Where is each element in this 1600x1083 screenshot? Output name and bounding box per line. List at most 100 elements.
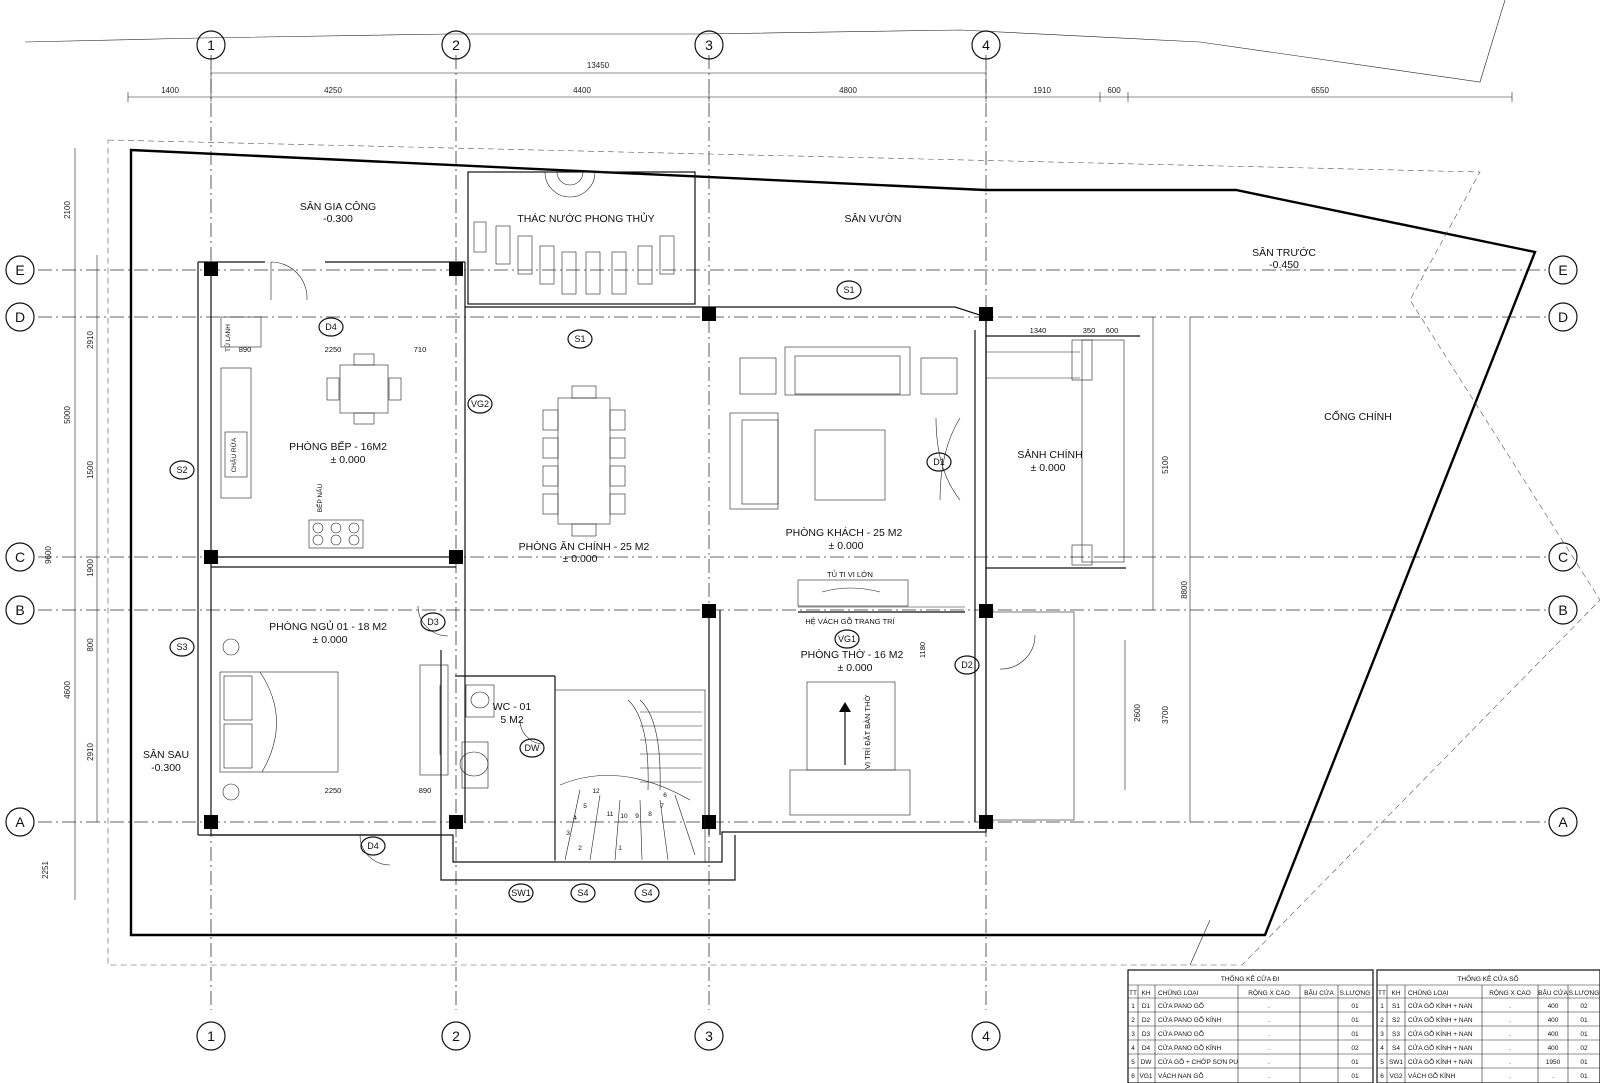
kitchen-dim-710: 710	[414, 345, 427, 354]
setback-line	[107, 139, 1600, 966]
tag-d4-bottom: D4	[367, 841, 379, 851]
tag-d4-top: D4	[325, 322, 337, 332]
dim-top-2: 4250	[324, 86, 342, 95]
door-schedule-cell-1-5: 01	[1351, 1017, 1359, 1024]
label-san-gia-cong: SÂN GIA CÔNG	[300, 200, 376, 213]
window-schedule-cell-3-5: 02	[1580, 1045, 1588, 1052]
tag-s4-right: S4	[641, 888, 652, 898]
stair-step-3: 3	[566, 830, 570, 837]
door-schedule-cell-3-2: CỬA PANO GỖ KÍNH	[1158, 1043, 1222, 1052]
label-phong-ngu: PHÒNG NGỦ 01 - 18 M2	[269, 620, 387, 633]
room-labels: SÂN GIA CÔNG -0.300 THÁC NƯỚC PHONG THỦY…	[143, 200, 1392, 774]
label-wc: WC - 01	[493, 701, 532, 713]
kitchen-dim-890: 890	[239, 345, 252, 354]
fridge-label: TỦ LẠNH	[223, 324, 232, 352]
bedroom-dim-890: 890	[419, 786, 432, 795]
door-schedule-cell-5-1: VG1	[1139, 1073, 1152, 1080]
window-schedule-cell-1-1: S2	[1392, 1017, 1400, 1024]
dim-top-7: 6550	[1311, 86, 1329, 95]
axis-label-a-left: A	[15, 814, 25, 830]
window-schedule-cell-2-3: .	[1509, 1031, 1511, 1038]
stair-step-11: 11	[607, 811, 614, 818]
label-san-sau: SÂN SAU	[143, 748, 189, 761]
axis-label-1-top: 1	[207, 37, 215, 53]
tag-s4-left: S4	[577, 888, 588, 898]
feng-shui-waterfall	[467, 171, 696, 305]
dim-left-inner-4: 800	[86, 638, 95, 652]
dim-left-inner-1: 2910	[86, 331, 95, 349]
bedroom-furniture: 2250 890	[219, 638, 449, 801]
stair-step-6: 6	[663, 792, 667, 799]
window-schedule-cell-0-4: 400	[1548, 1003, 1559, 1010]
door-schedule-header-5: S.LƯỢNG	[1340, 990, 1371, 997]
altar-furniture: VỊ TRÍ ĐẶT BÀN THỜ 1180	[789, 642, 927, 816]
axis-label-e-left: E	[15, 262, 24, 278]
kitchen-furniture: TỦ LẠNH CHẬU RỬA BẾP NẤU 890 2250 710	[220, 316, 427, 549]
door-schedule-cell-3-0: 4	[1131, 1045, 1135, 1052]
window-schedule-cell-5-3: .	[1509, 1073, 1511, 1080]
window-schedule-cell-3-2: CỬA GỖ KÍNH + NAN	[1408, 1043, 1473, 1052]
door-schedule-cell-0-5: 01	[1351, 1003, 1359, 1010]
window-schedule-title: THỐNG KÊ CỬA SỔ	[1457, 973, 1518, 983]
dim-right-1: 5100	[1161, 456, 1170, 474]
door-schedule-cell-5-3: .	[1268, 1073, 1270, 1080]
dim-left-1: 2100	[63, 201, 72, 219]
tag-d2: D2	[961, 660, 973, 670]
window-schedule-cell-3-0: 4	[1380, 1045, 1384, 1052]
window-schedule-cell-2-2: CỬA GỖ KÍNH + NAN	[1408, 1029, 1473, 1038]
level-san-truoc: -0.450	[1269, 259, 1299, 271]
window-schedule-cell-5-4: .	[1552, 1073, 1554, 1080]
door-schedule-cell-3-1: D4	[1142, 1045, 1151, 1052]
window-schedule-header-1: KH	[1391, 990, 1400, 997]
window-schedule-cell-2-4: 400	[1548, 1031, 1559, 1038]
lot-boundary	[129, 148, 1537, 937]
door-schedule-cell-4-0: 5	[1131, 1059, 1135, 1066]
dim-right-3: 2600	[1133, 704, 1142, 722]
altar-position-label: VỊ TRÍ ĐẶT BÀN THỜ	[863, 694, 872, 769]
tv-cabinet-label: TỦ TI VI LỚN	[827, 570, 873, 579]
axis-label-c-right: C	[1558, 549, 1568, 565]
window-schedule-header-0: TT	[1378, 990, 1386, 997]
window-schedule-cell-4-0: 5	[1380, 1059, 1384, 1066]
door-schedule-cell-2-3: .	[1268, 1031, 1270, 1038]
dim-top-1: 1400	[161, 86, 179, 95]
window-schedule-cell-5-1: VG2	[1389, 1073, 1402, 1080]
window-schedule-cell-0-2: CỬA GỖ KÍNH + NAN	[1408, 1001, 1473, 1010]
kitchen-dim-2250: 2250	[325, 345, 342, 354]
dim-left-inner-2: 1500	[86, 461, 95, 479]
door-schedule-cell-0-1: D1	[1142, 1003, 1151, 1010]
left-dimension-lines: 2100 5000 9600 4600 2251 2910 1500 1900 …	[41, 148, 98, 900]
stair-step-1: 1	[618, 845, 622, 852]
stair-step-4: 4	[573, 815, 577, 822]
door-schedule-cell-1-2: CỬA PANO GỖ KÍNH	[1158, 1015, 1222, 1024]
staircase: 12 11 10 9 8 7 6 5 4 3 2 1	[554, 689, 706, 863]
axis-label-1-bottom: 1	[207, 1028, 215, 1044]
dim-top-6: 600	[1107, 86, 1121, 95]
dim-overall: 13450	[587, 61, 610, 70]
door-schedule-cell-2-2: CỬA PANO GỖ	[1158, 1029, 1204, 1038]
axis-label-3-top: 3	[705, 37, 713, 53]
dim-top-3: 4400	[573, 86, 591, 95]
door-schedule-header-3: RỘNG X CAO	[1248, 988, 1290, 997]
window-schedule-cell-4-4: 1950	[1546, 1059, 1561, 1066]
level-phong-tho: ± 0.000	[838, 662, 873, 674]
window-schedule-cell-4-1: SW1	[1389, 1059, 1403, 1066]
label-phong-bep: PHÒNG BẾP - 16M2	[289, 440, 387, 453]
dim-right-4: 3700	[1161, 706, 1170, 724]
window-schedule-cell-1-0: 2	[1380, 1017, 1384, 1024]
tag-vg1: VG1	[838, 634, 856, 644]
sink-label: CHẬU RỬA	[229, 437, 238, 472]
stove-label: BẾP NẤU	[314, 483, 324, 512]
axis-label-3-bottom: 3	[705, 1028, 713, 1044]
level-phong-khach: ± 0.000	[829, 540, 864, 552]
door-schedule-cell-5-2: VÁCH NAN GỖ	[1158, 1071, 1204, 1080]
window-schedule-cell-1-5: 01	[1580, 1017, 1588, 1024]
axis-label-c-left: C	[15, 549, 25, 565]
bedroom-dim-2250: 2250	[325, 786, 342, 795]
tag-sw1: SW1	[511, 888, 531, 898]
window-schedule-cell-1-2: CỬA GỖ KÍNH + NAN	[1408, 1015, 1473, 1024]
top-dimension-lines: 13450 1400 4250 4400 4800 1910 600 6550	[127, 61, 1513, 102]
tag-d1: D1	[933, 457, 945, 467]
